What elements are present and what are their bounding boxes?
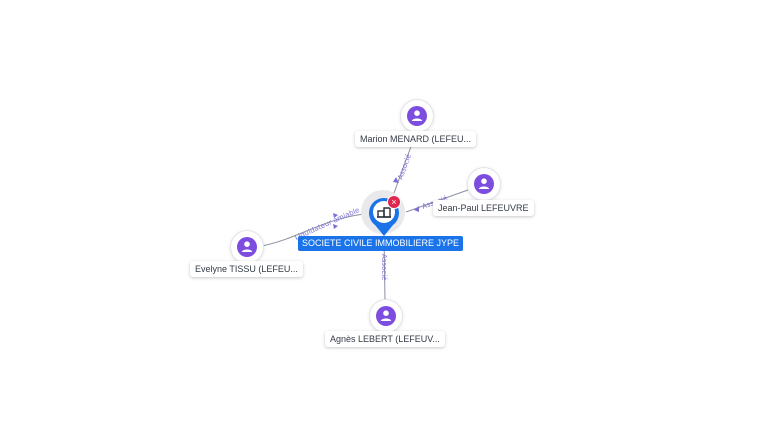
- person-icon: [478, 178, 490, 189]
- person-node-jeanpaul[interactable]: [468, 168, 500, 200]
- person-node-evelyne[interactable]: [231, 231, 263, 263]
- building-icon: [377, 207, 391, 218]
- person-node-agnes[interactable]: [370, 300, 402, 332]
- edge-marion-arrow: [393, 177, 399, 183]
- person-label-agnes[interactable]: Agnès LEBERT (LEFEUV...: [325, 331, 445, 347]
- edge-marion-label: Associé: [396, 153, 413, 181]
- person-label-marion[interactable]: Marion MENARD (LEFEU...: [355, 131, 477, 147]
- edge-evelyne-arrow-1: [333, 213, 338, 218]
- edge-jeanpaul-arrow: [414, 206, 419, 212]
- person-label-jeanpaul[interactable]: Jean-Paul LEFEUVRE: [433, 200, 534, 216]
- person-node-marion[interactable]: [401, 100, 433, 132]
- edge-evelyne: [261, 213, 365, 247]
- company-label[interactable]: SOCIETE CIVILE IMMOBILIERE JYPE: [298, 236, 464, 251]
- close-icon[interactable]: ×: [388, 196, 400, 208]
- edge-evelyne-arrow-2: [333, 224, 338, 229]
- person-icon: [241, 241, 253, 252]
- person-label-evelyne[interactable]: Evelyne TISSU (LEFEU...: [190, 261, 303, 277]
- person-icon: [380, 310, 392, 321]
- person-icon: [411, 110, 423, 121]
- edge-agnes-label: Associé: [380, 254, 388, 280]
